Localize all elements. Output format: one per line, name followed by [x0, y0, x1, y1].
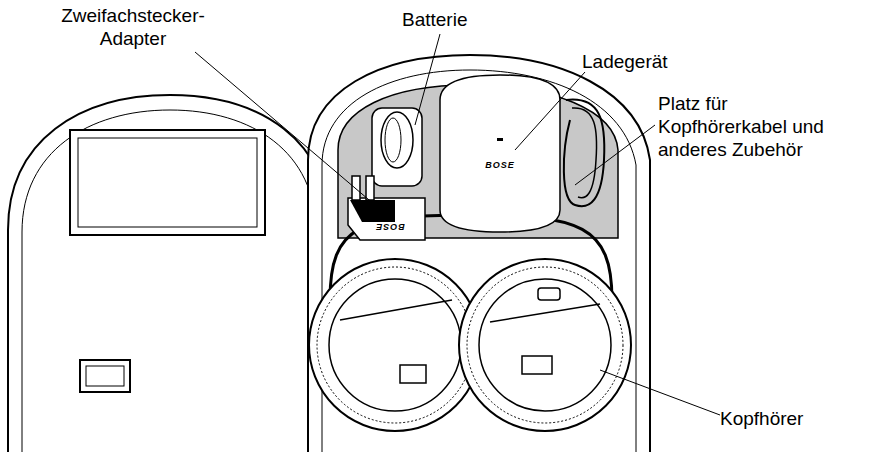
lid-window: [70, 130, 265, 235]
cup-line: [340, 300, 452, 320]
cup-tab: [400, 365, 426, 383]
ear-cushion: [317, 267, 473, 423]
lid-rim: [22, 110, 316, 452]
battery-holder: [372, 108, 422, 186]
part-label: Batterie: [402, 8, 492, 31]
lid-pocket-inner: [86, 366, 124, 386]
leader-line: [515, 72, 585, 150]
adapter-prong: [352, 176, 360, 200]
leader-line: [600, 370, 720, 415]
part-label: Kopfhörer: [720, 407, 830, 430]
base-rim: [322, 70, 636, 452]
charger: [440, 75, 560, 232]
ear-cup: [459, 259, 631, 431]
leader-line: [415, 34, 440, 125]
battery: [381, 112, 413, 168]
brand-logo: BOSE: [368, 222, 412, 232]
power-switch: [538, 288, 560, 300]
case-lid: [8, 95, 330, 452]
leader-line: [195, 52, 375, 205]
ear-cup-inner: [479, 279, 611, 411]
battery-edge: [385, 118, 401, 162]
ear-cup: [309, 259, 481, 431]
cup-tab: [522, 356, 552, 374]
adapter-prong: [366, 176, 374, 200]
part-label: Platz für Kopfhörerkabel und anderes Zub…: [658, 92, 858, 161]
brand-logo: BOSE: [478, 160, 522, 170]
ear-cushion: [467, 267, 623, 423]
cup-line: [490, 304, 600, 322]
part-label: Ladegerät: [582, 50, 692, 73]
charger-led: [497, 138, 503, 141]
lid-pocket: [80, 360, 130, 392]
case-base: [308, 55, 650, 452]
part-label: Zweifachstecker-Adapter: [58, 4, 208, 50]
cable-coil: [564, 100, 605, 207]
plug-adapter: [348, 198, 425, 240]
leader-line: [575, 125, 655, 185]
lid-window-inner: [78, 138, 257, 227]
ear-cup-inner: [329, 279, 461, 411]
